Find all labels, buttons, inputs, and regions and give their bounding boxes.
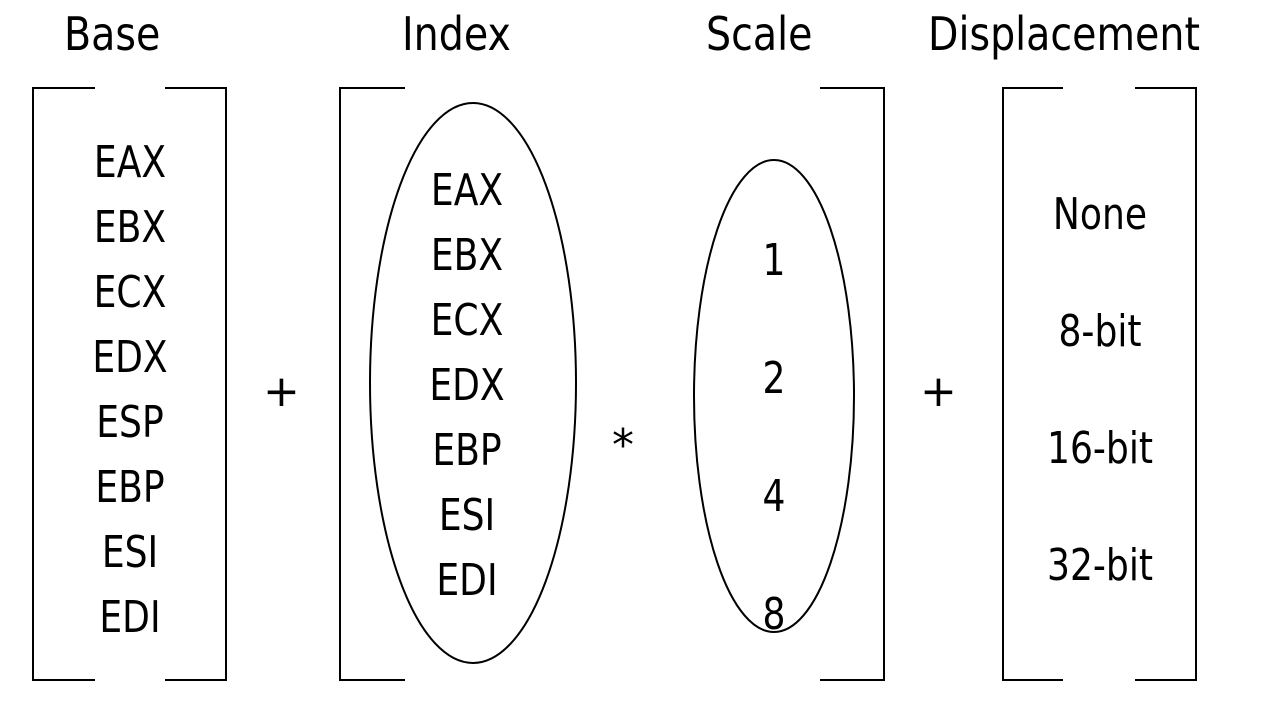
scale-value: 1 — [762, 235, 786, 286]
displacement-heading: Displacement — [928, 7, 1200, 61]
index-bracket — [339, 87, 885, 681]
base-register: EBP — [95, 462, 165, 513]
plus-operator: + — [263, 366, 300, 417]
base-register: ECX — [93, 267, 167, 318]
displacement-size: None — [1052, 189, 1148, 240]
base-register: EDI — [99, 592, 161, 643]
index-register-list: EAX EBX ECX EDX EBP ESI EDI — [397, 158, 537, 613]
plus-operator: + — [920, 366, 957, 417]
scale-value: 2 — [762, 353, 786, 404]
scale-value-list: 1 2 4 8 — [734, 202, 814, 674]
scale-value: 8 — [762, 589, 786, 640]
base-register: EBX — [93, 202, 167, 253]
index-heading: Index — [402, 7, 511, 61]
index-register: EDI — [436, 555, 498, 606]
base-register: EAX — [93, 137, 167, 188]
index-register: EBP — [432, 425, 502, 476]
index-register: EDX — [429, 360, 505, 411]
index-ellipse — [369, 102, 577, 664]
displacement-size-list: None 8-bit 16-bit 32-bit — [1020, 156, 1180, 624]
displacement-size: 32-bit — [1046, 540, 1154, 591]
multiply-operator: * — [612, 420, 634, 471]
index-register: ECX — [430, 295, 504, 346]
scale-value: 4 — [762, 471, 786, 522]
base-register: ESI — [101, 527, 159, 578]
base-bracket — [32, 87, 227, 681]
base-register: ESP — [96, 397, 164, 448]
base-register-list: EAX EBX ECX EDX ESP EBP ESI EDI — [60, 130, 200, 650]
index-register: ESI — [438, 490, 496, 541]
scale-ellipse — [693, 159, 855, 633]
base-register: EDX — [92, 332, 168, 383]
base-heading: Base — [64, 7, 161, 61]
scale-heading: Scale — [706, 7, 813, 61]
displacement-bracket — [1002, 87, 1197, 681]
index-register: EAX — [430, 165, 504, 216]
displacement-size: 8-bit — [1058, 306, 1142, 357]
displacement-size: 16-bit — [1046, 423, 1154, 474]
index-register: EBX — [430, 230, 504, 281]
